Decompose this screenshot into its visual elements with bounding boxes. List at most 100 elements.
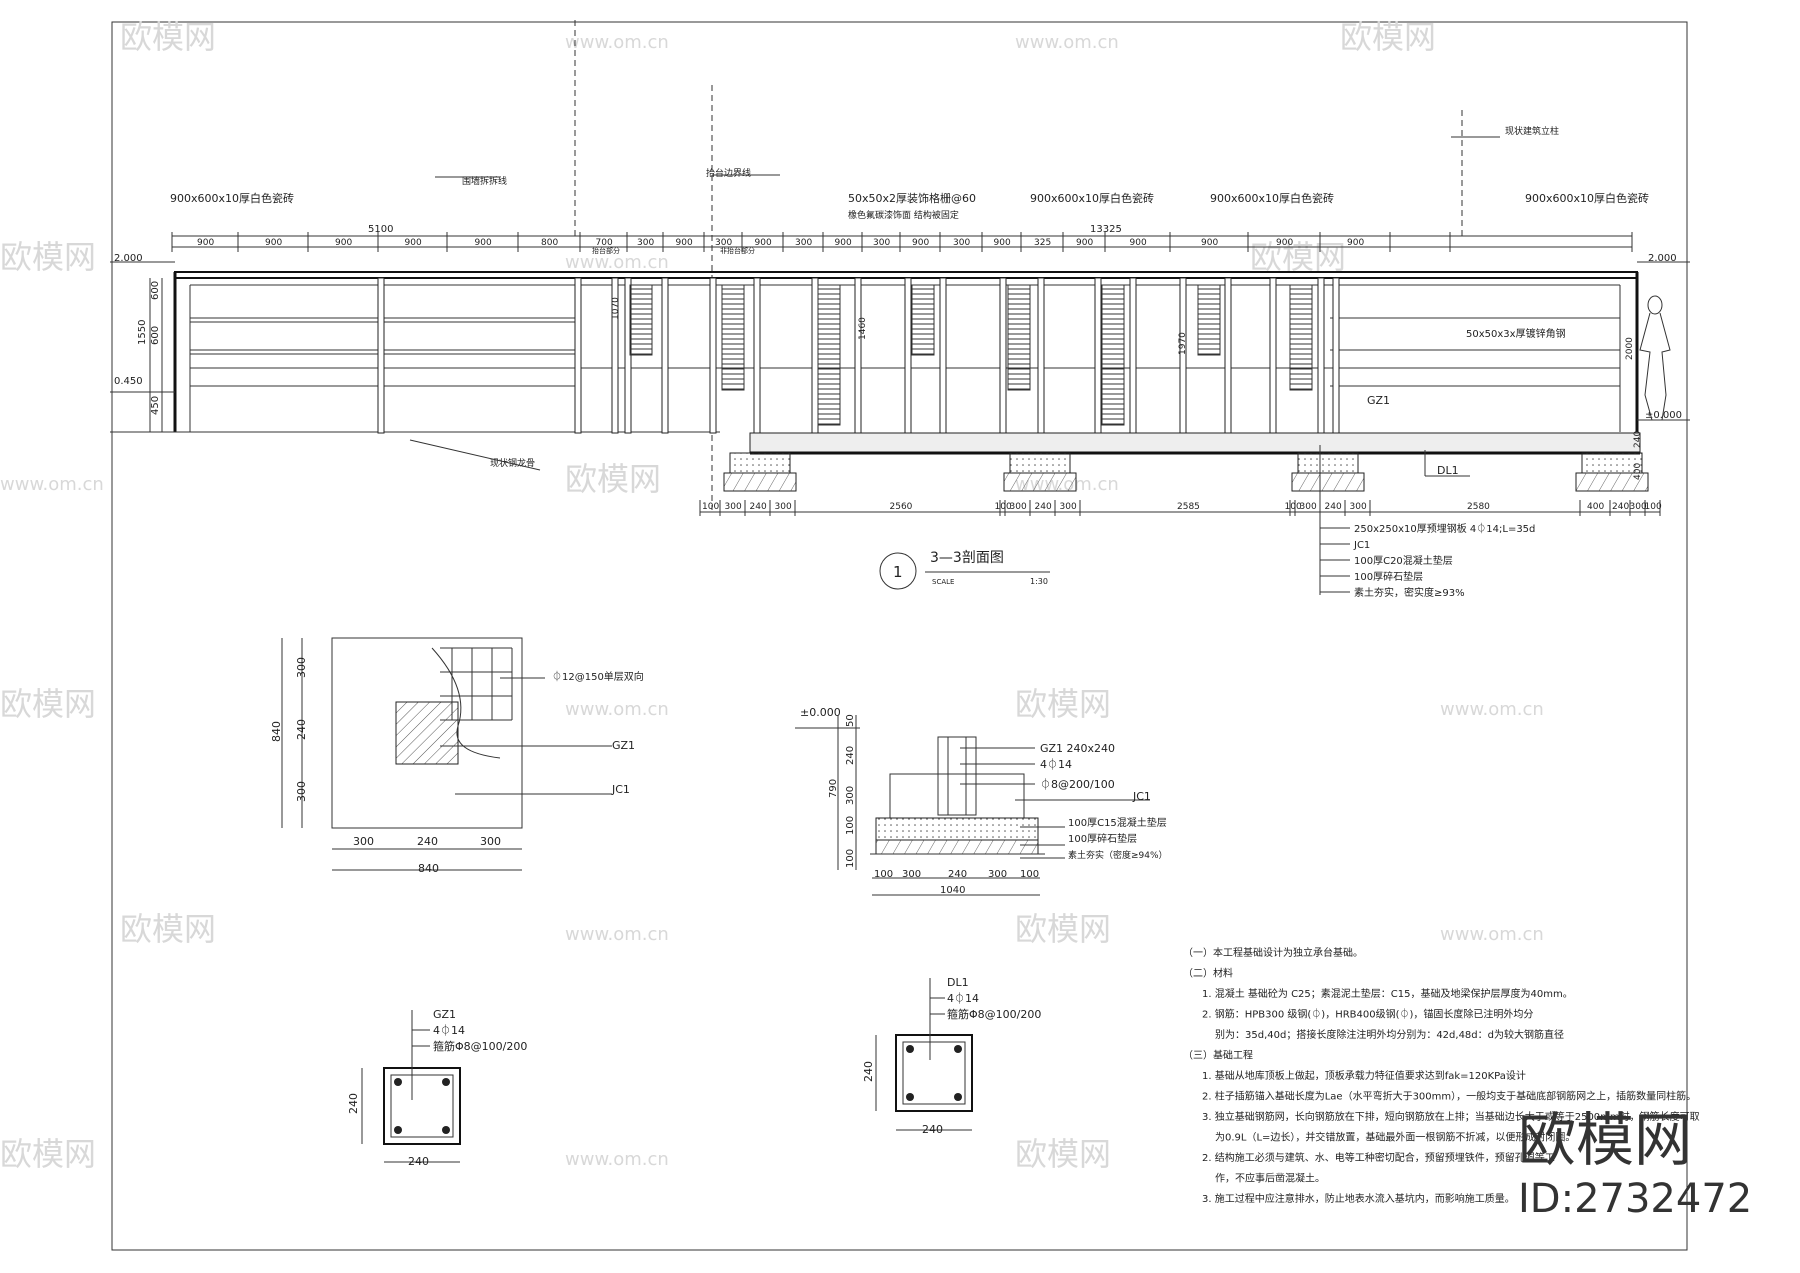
gz1-dim-v: 240 (347, 1093, 360, 1114)
label-dl1: DL1 (1437, 464, 1459, 477)
detail-layer3: 素土夯实（密度≥94%） (1068, 849, 1168, 861)
footing (1003, 452, 1077, 492)
watermark-text: 欧模网 (0, 685, 96, 723)
dim-bottom-label: 2585 (1177, 502, 1200, 512)
watermark-id: ID:2732472 (1518, 1176, 1752, 1222)
section-number: 1 (893, 563, 903, 581)
dim-inner-2: 1460 (858, 317, 868, 340)
grille-panel (1101, 284, 1125, 426)
detail-layer2: 100厚碎石垫层 (1068, 832, 1137, 845)
detail-dim-h2: 300 (902, 869, 921, 880)
elev-mid-left: 0.450 (114, 376, 143, 387)
dim-top-label: 900 (912, 238, 929, 248)
dim-top-label: 900 (1276, 238, 1293, 248)
dl1-dim-v: 240 (862, 1061, 875, 1082)
label-platform-edge: 抬台边界线 (706, 167, 751, 179)
dim-total-left: 5100 (368, 224, 393, 235)
post (1129, 277, 1137, 434)
dim-top-label: 900 (1201, 238, 1218, 248)
watermark-text: www.om.cn (0, 474, 104, 495)
post (611, 277, 619, 434)
dim-v-total: 1550 (137, 320, 148, 345)
note-line: （三）基础工程 (1183, 1049, 1253, 1062)
note-line: 别为：35d,40d；搭接长度除注注明外均分别为：42d,48d：d为较大钢筋直… (1215, 1028, 1564, 1041)
callout-label: 100厚C20混凝土垫层 (1354, 554, 1453, 567)
label-existing-column: 现状建筑立柱 (1505, 125, 1559, 137)
dim-bottom-label: 400 (1587, 502, 1604, 512)
post (1094, 277, 1102, 434)
dim-top-label: 300 (953, 238, 970, 248)
grille-panel (629, 284, 653, 356)
watermark-text: www.om.cn (1440, 924, 1544, 945)
post (574, 277, 582, 434)
footing (1575, 452, 1649, 492)
dim-bottom-label: 100 (1645, 502, 1662, 512)
dim-bottom-label: 2580 (1467, 502, 1490, 512)
callout-label: JC1 (1353, 540, 1370, 551)
note-line: （二）材料 (1183, 967, 1233, 980)
dim-top-label: 300 (795, 238, 812, 248)
post (1224, 277, 1232, 434)
note-line: （一）本工程基础设计为独立承台基础。 (1183, 946, 1363, 959)
label-gz1: GZ1 (1367, 394, 1390, 407)
grille-panel (1289, 284, 1313, 391)
detail-bars-label: 4⏀14 (1040, 757, 1072, 771)
plan-dim-h3: 300 (480, 835, 501, 848)
dim-top-label: 700 (596, 238, 613, 248)
dim-top-label: 900 (1076, 238, 1093, 248)
dim-bottom-label: 100 (995, 502, 1012, 512)
dl1-beam-section: DL1 4⏀14 箍筋Φ8@100/200 240 240 (862, 976, 1041, 1136)
post (811, 277, 819, 434)
dim-bottom-label: 240 (1325, 502, 1342, 512)
watermark-text: 欧模网 (0, 238, 96, 276)
post (999, 277, 1007, 434)
detail-dim-v3: 300 (845, 786, 856, 805)
person-figure-icon (1639, 295, 1671, 421)
callout-label: 素土夯实，密实度≥93% (1354, 586, 1465, 599)
dim-inner-5: 240 (1633, 431, 1643, 448)
watermark-text: 欧模网 (120, 18, 216, 56)
watermark-text: www.om.cn (565, 924, 669, 945)
dim-bottom-label: 300 (725, 502, 742, 512)
gz1-dim-h: 240 (408, 1155, 429, 1168)
post (1269, 277, 1277, 434)
detail-dim-v1: 50 (845, 714, 856, 727)
footing (723, 452, 797, 492)
elev-top-right: 2.000 (1648, 253, 1677, 264)
post (904, 277, 912, 434)
plan-dim-h1: 300 (353, 835, 374, 848)
dim-v-1: 600 (150, 281, 161, 300)
detail-dim-v4: 100 (845, 816, 856, 835)
detail-jc1-label: JC1 (1132, 790, 1151, 803)
dim-top-label: 900 (335, 238, 352, 248)
label-small-right: 非抬台部分 (720, 246, 755, 255)
post (1332, 277, 1340, 434)
dim-bottom-label: 240 (1612, 502, 1629, 512)
watermark-text: 欧模网 (1340, 18, 1436, 56)
dim-bottom-label: 300 (1010, 502, 1027, 512)
construction-notes: （一）本工程基础设计为独立承台基础。（二）材料1. 混凝土 基础砼为 C25；素… (1183, 946, 1700, 1205)
callout-label: 250x250x10厚预埋钢板 4⏀14;L=35d (1354, 522, 1535, 535)
dim-bottom-label: 100 (1285, 502, 1302, 512)
plan-dim-v3: 300 (295, 781, 308, 802)
dim-bottom-label: 300 (775, 502, 792, 512)
dim-top-label: 900 (676, 238, 693, 248)
detail-jc1-section: ±0.000 GZ1 240x240 4⏀14 ⏀8@200/100 JC1 1… (795, 706, 1168, 896)
post (1037, 277, 1045, 434)
dim-top-label: 300 (715, 238, 732, 248)
plan-dim-v2: 240 (295, 719, 308, 740)
detail-dim-v-total: 790 (828, 779, 839, 798)
post (661, 277, 669, 434)
detail-dim-h4: 300 (988, 869, 1007, 880)
watermark-text: www.om.cn (565, 32, 669, 53)
dl1-stirrups: 箍筋Φ8@100/200 (947, 1007, 1041, 1021)
label-angle-steel: 50x50x3x厚镀锌角钢 (1466, 327, 1566, 340)
dim-inner-3: 1970 (1178, 332, 1188, 355)
dim-top-label: 325 (1034, 238, 1051, 248)
plan-dim-h-total: 840 (418, 862, 439, 875)
gz1-bars: 4⏀14 (433, 1023, 465, 1037)
dim-top-label: 900 (755, 238, 772, 248)
label-tile-m1: 900x600x10厚白色瓷砖 (1030, 191, 1154, 205)
scale-value: 1:30 (1030, 577, 1048, 586)
